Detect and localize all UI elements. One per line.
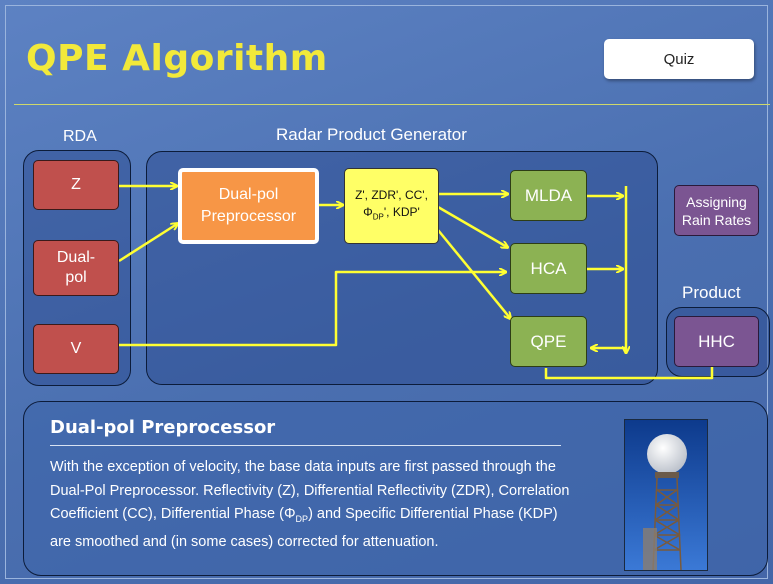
qpe-node[interactable]: QPE [510,316,587,367]
preprocessor-node[interactable]: Dual-pol Preprocessor [178,168,319,244]
phi-symbol: Φ [363,204,373,219]
mlda-node[interactable]: MLDA [510,170,587,221]
arrow-v-hca [119,272,505,347]
variables-node[interactable]: Z', ZDR', CC', ΦDP', KDP' [344,168,439,244]
info-divider [50,445,561,446]
vars-line1: Z', ZDR', CC', [355,187,428,202]
hca-node[interactable]: HCA [510,243,587,294]
quiz-button[interactable]: Quiz [604,39,754,79]
rain-rates-node[interactable]: Assigning Rain Rates [674,185,759,236]
info-body: With the exception of velocity, the base… [50,456,570,555]
info-body-part1: With the exception of velocity, the base… [50,459,570,522]
line-qpe-hhc [544,366,714,380]
arrow-vars-hca [437,205,507,247]
product-label: Product [682,283,741,302]
dualpol-line2: pol [65,269,87,286]
info-body-subscript: DP [295,513,309,524]
rain-line1: Assigning [686,193,747,210]
dualpol-line1: Dual- [56,249,96,266]
v-node[interactable]: V [33,324,119,374]
hhc-node[interactable]: HHC [674,316,759,367]
dualpol-node[interactable]: Dual- pol [33,240,119,296]
page-title: QPE Algorithm [26,38,328,79]
vars-line2: ΦDP', KDP' [363,204,420,225]
arrow-vars-qpe [437,229,510,318]
rain-line2: Rain Rates [681,211,752,228]
rda-label: RDA [63,128,97,145]
radar-tower-photo [624,419,708,571]
preproc-line2: Preprocessor [200,208,297,225]
slide-frame [5,5,768,579]
title-divider [14,104,770,105]
info-body-part2: ) and Specific Differential Phase (KDP) … [50,506,558,551]
info-title: Dual-pol Preprocessor [50,417,276,438]
vars-line2-rest: ', KDP' [383,204,420,219]
rpg-label: Radar Product Generator [276,125,467,144]
z-node[interactable]: Z [33,160,119,210]
phi-subscript: DP [372,212,384,222]
preproc-line1: Dual-pol [218,186,279,203]
arrow-dualpol-preproc [118,224,177,263]
